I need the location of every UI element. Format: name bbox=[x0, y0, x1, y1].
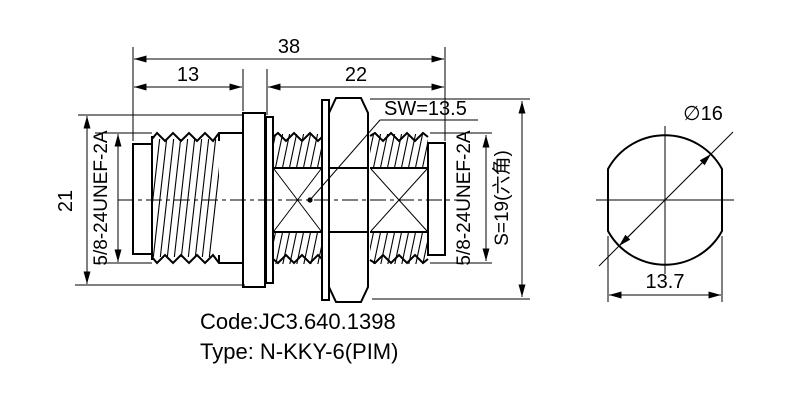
code-text: Code:JC3.640.1398 bbox=[200, 309, 396, 334]
middle-thread-hatching-top bbox=[273, 134, 322, 169]
hex-size-label: S=19(六角) bbox=[491, 150, 513, 246]
dim-left-label: 13 bbox=[177, 64, 199, 86]
dimensions: 38 13 22 21 5/8-24UNEF-2A 5/8-24UNEF-2A … bbox=[55, 36, 530, 300]
footer-text: Code:JC3.640.1398 Type: N-KKY-6(PIM) bbox=[200, 309, 398, 364]
across-flats-label: 13.7 bbox=[646, 271, 685, 293]
type-text: Type: N-KKY-6(PIM) bbox=[200, 339, 398, 364]
right-thread-hatching-top bbox=[370, 134, 428, 169]
left-thread-hatching bbox=[152, 139, 219, 257]
left-thread-section bbox=[151, 131, 243, 265]
wrench-size-label: SW=13.5 bbox=[384, 98, 467, 120]
dim-height-label: 21 bbox=[55, 190, 77, 212]
side-view: ∅16 13.7 bbox=[596, 103, 734, 302]
left-end-cap bbox=[132, 143, 153, 255]
wrench-leader bbox=[307, 119, 478, 203]
thread-right-label: 5/8-24UNEF-2A bbox=[454, 130, 475, 265]
right-thread-section bbox=[369, 131, 429, 265]
front-view: 38 13 22 21 5/8-24UNEF-2A 5/8-24UNEF-2A … bbox=[55, 36, 530, 303]
side-view-outline bbox=[607, 134, 723, 266]
right-end-cap bbox=[427, 142, 446, 256]
diameter-dimension: ∅16 bbox=[598, 103, 734, 267]
diameter-label: ∅16 bbox=[683, 103, 723, 125]
dim-total-label: 38 bbox=[278, 36, 300, 58]
dim-right-label: 22 bbox=[345, 64, 367, 86]
thread-left-label: 5/8-24UNEF-2A bbox=[91, 130, 112, 265]
across-flats-dimension: 13.7 bbox=[607, 236, 723, 302]
